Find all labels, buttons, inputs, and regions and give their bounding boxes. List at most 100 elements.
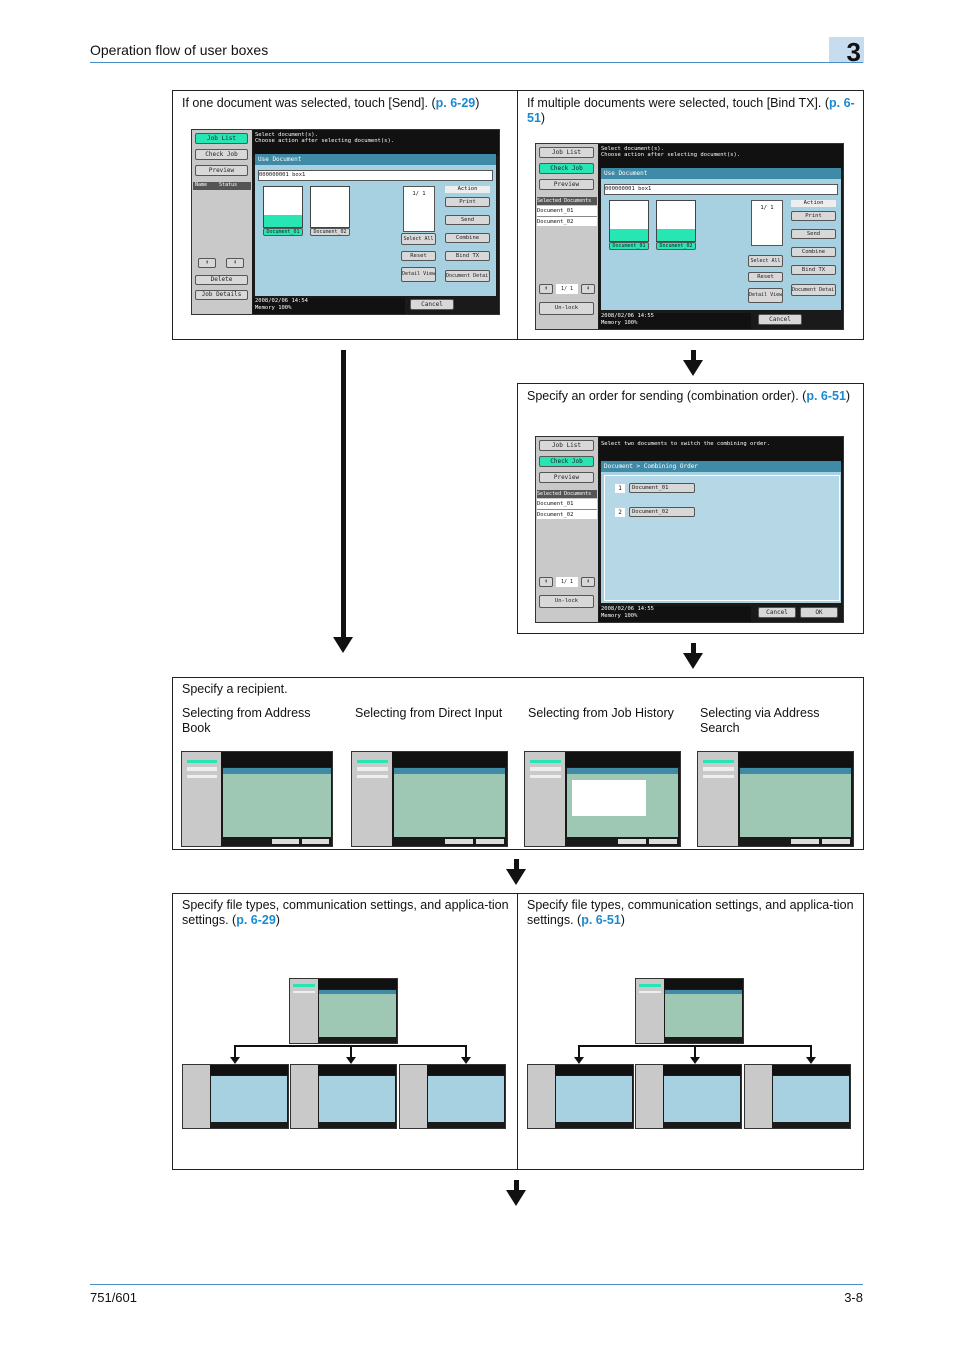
scroll-down-button[interactable]: ⬇ [226,258,244,268]
send-button[interactable]: Send [445,215,490,225]
document-label[interactable]: Document_02 [656,242,696,250]
selected-documents-list: Document_01 Document_02 [537,499,597,519]
scroll-up-button[interactable]: ⬆ [198,258,216,268]
page-link[interactable]: p. 6-29 [435,96,476,110]
page-counter: 1/ 1 [751,200,783,246]
document-label[interactable]: Document_01 [609,242,649,250]
send-button[interactable]: Send [791,229,836,239]
check-job-button[interactable]: Check Job [539,456,594,467]
step2-text: Specify an order for sending (combinatio… [527,389,851,403]
delete-button[interactable]: Delete [195,275,248,285]
down-arrow-icon [683,360,703,376]
combine-button[interactable]: Combine [791,247,836,257]
step2-box: Specify an order for sending (combinatio… [517,383,864,634]
page-link[interactable]: p. 6-51 [806,389,846,403]
bind-tx-button[interactable]: Bind TX [445,251,490,261]
document-thumbnail[interactable] [609,200,649,242]
screen-communication-settings [290,1064,397,1129]
step3-title: Specify a recipient. [182,682,288,696]
document-thumbnail[interactable] [310,186,350,228]
cancel-button[interactable]: Cancel [758,607,796,618]
header-rule [90,62,863,63]
preview-button[interactable]: Preview [539,179,594,190]
action-label: Action [445,186,490,193]
action-label: Action [791,200,836,207]
list-item[interactable]: Document_01 [537,499,597,510]
detail-view-button[interactable]: Detail View [401,267,436,282]
screen-message: Select document(s). Choose action after … [599,144,843,170]
option-address-book: Selecting from Address Book [182,706,311,735]
order-area: 1 Document_01 2 Document_02 [604,475,840,601]
document-label[interactable]: Document_02 [310,228,350,236]
preview-button[interactable]: Preview [539,472,594,483]
ok-button[interactable]: OK [800,607,838,618]
screen-address-book [181,751,333,847]
preview-button[interactable]: Preview [195,165,248,176]
screen-communication-settings [635,1064,742,1129]
scroll-down-button[interactable]: ⬇ [581,577,595,587]
check-job-button[interactable]: Check Job [195,149,248,160]
screen-application-settings [399,1064,506,1129]
scroll-up-button[interactable]: ⬆ [539,577,553,587]
step4-left-box: Specify file types, communication settin… [172,893,519,1170]
unlock-button[interactable]: Un-lock [539,595,594,608]
down-arrow-icon [506,869,526,885]
list-item[interactable]: Document_02 [537,512,574,518]
check-job-button[interactable]: Check Job [539,163,594,174]
scroll-down-button[interactable]: ⬇ [581,284,595,294]
job-details-button[interactable]: Job Details [195,290,248,300]
branch-line [578,1045,580,1059]
print-button[interactable]: Print [791,211,836,221]
screen-job-history [524,751,681,847]
step1-right-text: If multiple documents were selected, tou… [527,96,855,125]
document-details-button[interactable]: Document Details [791,284,836,296]
footer-rule [90,1284,863,1285]
reset-button[interactable]: Reset [401,251,436,261]
order-number: 2 [615,508,625,517]
screen-message: Select document(s). Choose action after … [253,130,499,156]
select-all-button[interactable]: Select All [748,255,783,267]
cancel-button[interactable]: Cancel [410,299,454,310]
document-thumbnail[interactable] [656,200,696,242]
footer-page-number: 3-8 [844,1290,863,1305]
order-document-button[interactable]: Document_02 [629,507,695,517]
page-indicator: 1/ 1 [556,577,578,587]
screen-sidebar: Job List Check Job Preview Selected Docu… [536,437,598,622]
arrow-stem [514,859,519,871]
list-item[interactable]: Document_02 [537,219,574,225]
select-all-button[interactable]: Select All [401,233,436,245]
order-document-button[interactable]: Document_01 [629,483,695,493]
print-button[interactable]: Print [445,197,490,207]
bind-tx-button[interactable]: Bind TX [791,265,836,275]
screen-file-type [182,1064,289,1129]
page-link[interactable]: p. 6-29 [236,913,276,927]
small-down-arrow-icon [690,1057,700,1064]
scroll-up-button[interactable]: ⬆ [539,284,553,294]
page-link[interactable]: p. 6-51 [581,913,621,927]
small-down-arrow-icon [806,1057,816,1064]
document-details-button[interactable]: Document Details [445,270,490,282]
small-down-arrow-icon [461,1057,471,1064]
combine-button[interactable]: Combine [445,233,490,243]
detail-view-button[interactable]: Detail View [748,288,783,303]
step3-box: Specify a recipient. Selecting from Addr… [172,677,864,850]
branch-line [234,1045,236,1059]
job-list-button[interactable]: Job List [195,133,248,144]
selected-documents-header: Selected Documents [537,490,597,498]
screen-file-type [527,1064,634,1129]
branch-line [465,1045,467,1059]
job-list-button[interactable]: Job List [539,440,594,451]
list-item[interactable]: Document_01 [537,206,597,217]
step4-left-text: Specify file types, communication settin… [182,898,509,927]
page-link[interactable]: p. 6-51 [527,96,855,125]
arrow-stem [514,1180,519,1192]
step4-right-text: Specify file types, communication settin… [527,898,854,927]
reset-button[interactable]: Reset [748,272,783,282]
unlock-button[interactable]: Un-lock [539,302,594,315]
job-list-button[interactable]: Job List [539,147,594,158]
document-thumbnail[interactable] [263,186,303,228]
cancel-button[interactable]: Cancel [758,314,802,325]
document-label[interactable]: Document_01 [263,228,303,236]
